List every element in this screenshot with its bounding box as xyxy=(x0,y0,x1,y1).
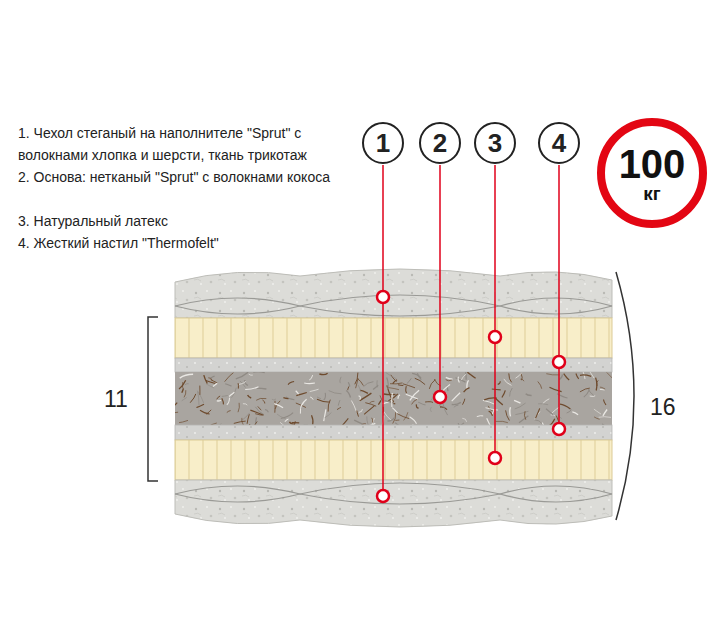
dimension-arc xyxy=(616,272,634,520)
load-unit: кг xyxy=(643,184,660,203)
callout-circle: 2 xyxy=(419,122,461,164)
top-cover xyxy=(175,269,612,318)
leader-lines xyxy=(383,165,559,490)
callout-circle: 3 xyxy=(474,122,516,164)
dimension-label: 11 xyxy=(104,386,128,412)
legend-note: 1. Чехол стеганый на наполнителе "Sprut"… xyxy=(18,122,353,166)
latex-layer xyxy=(175,318,612,358)
callout-circle: 1 xyxy=(362,122,404,164)
coconut-layer xyxy=(175,372,612,425)
load-sign: 100кг xyxy=(597,118,707,228)
legend-note: 2. Основа: нетканый "Sprut" с волокнами … xyxy=(18,166,353,188)
latex-layer xyxy=(175,440,612,480)
callout-number: 2 xyxy=(433,130,447,156)
leader-dots xyxy=(377,291,565,502)
dimension-label: 16 xyxy=(650,394,676,420)
bottom-cover xyxy=(175,480,612,527)
legend-note: 3. Натуральный латекс xyxy=(18,210,353,232)
thermofelt-layer xyxy=(175,358,612,372)
callout-number: 1 xyxy=(376,130,390,156)
load-value: 100 xyxy=(619,144,686,184)
thermofelt-layer xyxy=(175,425,612,440)
callout-number: 3 xyxy=(488,130,502,156)
legend-note: 4. Жесткий настил "Thermofelt" xyxy=(18,232,353,254)
callout-circle: 4 xyxy=(538,122,580,164)
dimension-bracket xyxy=(148,317,158,481)
callout-number: 4 xyxy=(552,130,566,156)
